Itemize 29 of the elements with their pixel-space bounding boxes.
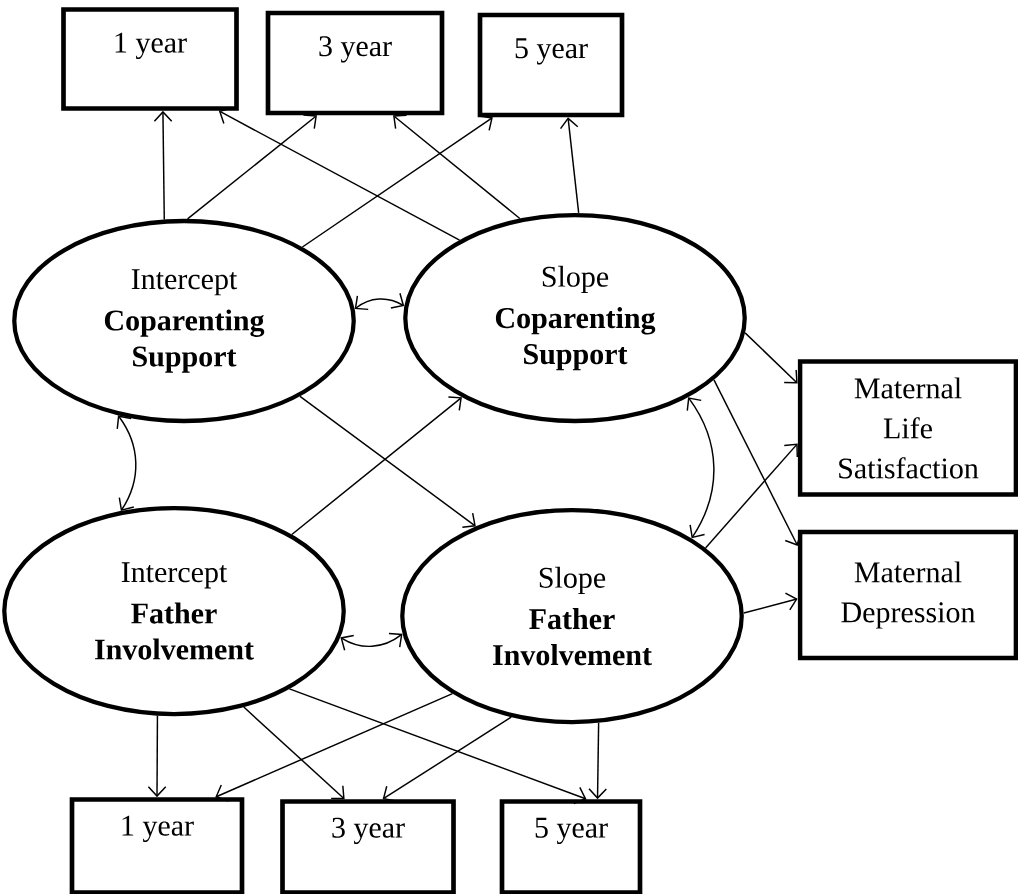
measurement-box: 3 year <box>265 10 445 116</box>
arrow <box>291 396 462 536</box>
arrow <box>153 110 173 221</box>
outcome-box: Maternal Depression <box>797 529 1018 661</box>
arrow <box>382 716 512 802</box>
arrow <box>243 706 345 800</box>
arrow <box>299 395 476 528</box>
measurement-box: 1 year <box>69 797 245 894</box>
arrow <box>559 117 580 214</box>
outcome-box: Maternal Life Satisfaction <box>797 359 1018 497</box>
arrow <box>743 592 798 614</box>
measurement-box: 1 year <box>61 7 239 111</box>
arrow <box>147 714 167 798</box>
covariance-arrow <box>686 397 715 539</box>
arrow <box>704 443 799 549</box>
measurement-box: 5 year <box>499 799 643 894</box>
arrow <box>186 114 317 220</box>
covariance-arrow <box>340 632 403 651</box>
measurement-box: 3 year <box>280 799 456 894</box>
arrow <box>301 115 493 248</box>
arrow <box>215 692 454 802</box>
arrow <box>288 688 587 805</box>
arrow <box>218 107 461 241</box>
arrow <box>393 114 521 220</box>
arrow <box>588 722 608 800</box>
covariance-arrow <box>116 415 137 512</box>
measurement-box: 5 year <box>477 12 625 118</box>
covariance-arrow <box>354 292 405 311</box>
arrow <box>744 332 798 384</box>
